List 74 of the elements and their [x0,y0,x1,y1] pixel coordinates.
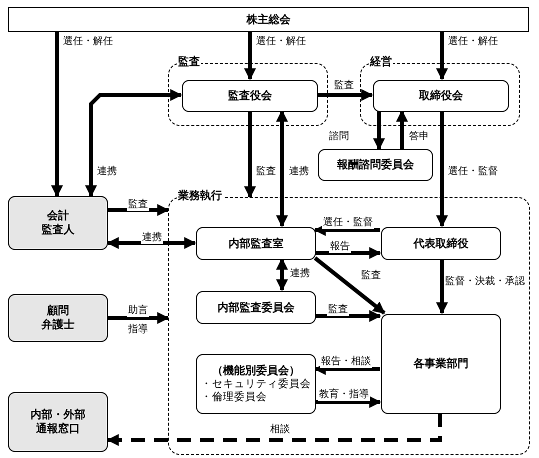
edge-label: 報告・相談 [320,356,372,368]
node-label: 内部監査室 [228,236,284,250]
node-label: 各事業部門 [414,357,468,371]
node-label: 代表取締役 [414,236,468,250]
edge-label: 監査 [360,270,382,282]
edge-label: 連携 [289,268,311,280]
node-label: 取締役会 [419,89,463,103]
rounded-box [196,227,316,260]
edge-label: 選任・解任 [447,36,499,48]
arrow [85,89,182,198]
arrow [373,111,385,150]
edge-label: 選任・監督 [447,166,499,178]
edge-label: 連携 [141,232,163,244]
edge-label: 連携 [288,166,310,178]
arrow [244,32,256,80]
annotation-text: 指導 [127,324,149,336]
edge-label: 相談 [269,424,291,436]
group-heading: 監査 [177,55,201,69]
rounded-box [318,149,433,181]
arrow [314,256,386,315]
edge-label: 監査 [333,80,355,92]
group-heading: 経営 [369,55,393,69]
node-label: 報酬諮問委員会 [337,158,414,172]
arrow [276,110,288,228]
edge-label: 連携 [96,166,118,178]
arrow [108,312,170,324]
arrow [315,310,382,322]
list-item: ・倫理委員会 [200,390,267,404]
rounded-box [196,291,316,324]
arrow [315,396,382,408]
rounded-box [381,314,501,414]
arrow [436,32,448,80]
arrow [51,32,63,198]
edge-label: 監査 [255,166,277,178]
edge-label: 報告 [329,241,351,253]
node-label: 株主総会 [246,12,290,26]
arrow [108,204,170,216]
node-label: 内部監査委員会 [218,300,294,314]
list-item: ・セキュリティ委員会 [200,378,311,391]
node-label: 内部・外部通報窓口 [30,408,86,436]
edge-label: 選任・解任 [255,36,307,48]
arrow [315,247,382,259]
arrow [314,363,380,375]
shaded-box [8,392,108,452]
rounded-box [182,80,318,112]
arrow [314,224,380,236]
shaded-box [8,196,108,250]
header-bar [8,7,529,32]
rounded-box [373,80,509,112]
rounded-box [381,227,501,260]
edge-label: 選任・監督 [322,217,374,229]
arrow [436,111,448,228]
edge-label: 選任・解任 [62,36,114,48]
arrow [317,89,374,101]
rounded-box [196,354,316,414]
arrow [276,258,288,292]
arrow [396,110,408,149]
edge-label: 諮問 [328,131,350,143]
group-heading: 業務執行 [177,189,223,203]
edge-label: 教育・指導 [318,389,370,401]
node-label: （機能別委員会） [212,364,300,378]
edge-label: 助言 [127,305,149,317]
edge-label: 監査 [327,304,349,316]
edge-label: 監査 [127,199,149,211]
arrow [436,259,448,314]
shaded-box [8,294,108,342]
edge-label: 答申 [408,131,430,143]
node-label: 監査役会 [228,89,272,103]
node-label: 顧問弁護士 [42,304,74,332]
node-label: 会計監査人 [42,209,74,237]
arrow [244,111,256,198]
edge-label: 監督・決裁・承認 [444,276,526,288]
dashed-arrow [106,413,442,446]
arrow [106,237,196,249]
